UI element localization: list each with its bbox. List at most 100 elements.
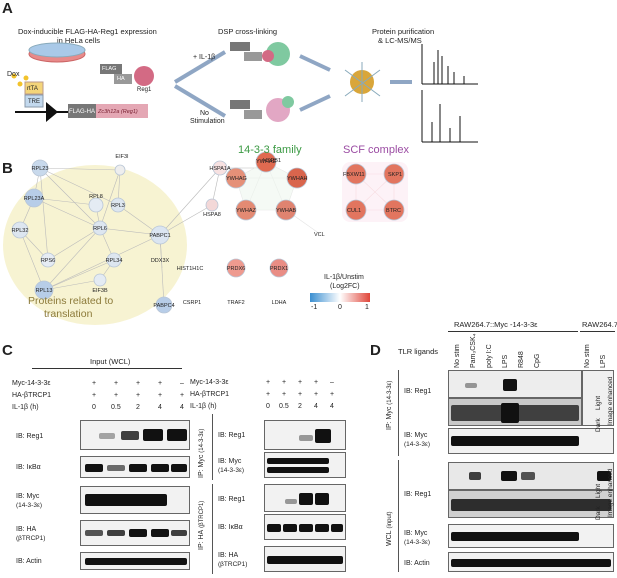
node-pabpc4: PABPC4 (153, 303, 174, 309)
ip-myc-sign: – (330, 379, 334, 386)
input-ha-sign: + (92, 392, 97, 399)
lane-label: LPS (600, 354, 607, 368)
d-wcl-blot-actin (448, 552, 614, 572)
d-ip-myc-subtext: (14-3-3ε) (387, 380, 393, 405)
lane-label: poly I:C (486, 344, 493, 368)
d-ip-myc-sub: (14-3-3ε) (404, 441, 431, 448)
input-myc-sign: + (158, 380, 163, 387)
dox-label: Dox (7, 71, 20, 78)
ip-ha-sign: + (330, 391, 335, 398)
group2-label: RAW264.7 (582, 320, 617, 329)
d-wcl-dark-label: Dark (595, 506, 602, 520)
input-time: 4 (180, 404, 184, 411)
ip-time: 4 (314, 403, 318, 410)
ip-myc-bracket (212, 414, 213, 480)
node-vcl: VCL (314, 232, 325, 238)
d-ip-dark-label: Dark (595, 418, 602, 432)
step1-title: Dox-inducible FLAG-HA-Reg1 expression (18, 27, 157, 36)
ip-myc-subtext: (14-3-3ε) (199, 428, 205, 453)
ip-time: 0 (266, 403, 270, 410)
d-ip-ib-myc: IB: Myc (404, 432, 428, 439)
node-rpl3: RPL3 (111, 203, 125, 209)
row-myc-label: Myc-14-3-3ε (12, 380, 51, 387)
flag-label: FLAG (102, 66, 117, 72)
node-ddx3x: DDX3X (151, 258, 170, 264)
input-ib-ha: IB: HA (16, 526, 37, 533)
ip-time: 4 (330, 403, 334, 410)
panel-b-label: B (2, 160, 13, 177)
d-ip-myc-label: IP: Myc (14-3-3ε) (386, 376, 393, 430)
panel-c-label: C (2, 342, 13, 359)
d-wcl-subtext: (input) (387, 511, 393, 529)
node-prdx1: PRDX1 (270, 266, 288, 272)
legend-colorbar (310, 293, 370, 302)
d-wcl-blot-myc (448, 524, 614, 548)
d-wcl-ib-reg1: IB: Reg1 (404, 491, 432, 498)
ip-ha-blot-reg1 (264, 484, 346, 512)
input-blot-actin (80, 552, 190, 570)
ip-ha-subtext: (βTRCP1) (199, 500, 205, 528)
ip-myc-sign: + (314, 379, 319, 386)
node-cul1: CUL1 (347, 208, 362, 214)
d-ip-blot-reg1-dark (448, 398, 582, 426)
input-time: 0 (92, 404, 96, 411)
input-ha-sign: + (158, 392, 163, 399)
input-time: 2 (136, 404, 140, 411)
input-myc-sign: + (92, 380, 97, 387)
input-ib-actin: IB: Actin (16, 558, 42, 565)
node-hspb1: HSPB1 (263, 158, 281, 164)
ip-ha-sign: + (298, 391, 303, 398)
construct-gene: Zc3h12a (Reg1) (98, 109, 138, 115)
node-hspa1a: HSPA1A (209, 166, 231, 172)
node-skp1: SKP1 (388, 172, 403, 178)
group1-label: RAW264.7::Myc -14-3-3ε (454, 320, 538, 329)
d-ip-bracket (398, 370, 399, 456)
ip-myc-label: IP: Myc (14-3-3ε) (198, 428, 205, 478)
ip-time: 2 (298, 403, 302, 410)
group1-rule (448, 331, 578, 332)
input-ib-ikba: IB: IκBα (16, 464, 41, 471)
input-time: 4 (158, 404, 162, 411)
step2-title: DSP cross-linking (218, 27, 278, 36)
ip-myc-text: IP: Myc (198, 454, 205, 478)
family-title: 14-3-3 family (238, 144, 302, 156)
ip-row-myc-label: Myc-14-3-3ε (190, 379, 229, 386)
lane-label: No stim (584, 344, 591, 368)
node-fbxw11: FBXW11 (343, 172, 365, 178)
input-ib-reg1: IB: Reg1 (16, 433, 44, 440)
lane-label: No stim (454, 344, 461, 368)
d-ip-light-label: Light (595, 395, 602, 410)
input-myc-sign: + (136, 380, 141, 387)
node-eif3b: EIF3B (92, 288, 108, 294)
ip-myc-blot-myc (264, 452, 346, 478)
d-ip-myc-text: IP: Myc (386, 406, 393, 430)
ip-time: 0.5 (279, 403, 289, 410)
ip-row-ha-label: HA-βTRCP1 (190, 391, 230, 398)
node-rpl23a: RPL23A (24, 196, 45, 202)
d-wcl-myc-sub: (14-3-3ε) (404, 539, 431, 546)
d-wcl-label: WCL (input) (386, 506, 393, 546)
node-ywhae: YWHAE (256, 159, 277, 165)
node-btrc: BTRC (386, 208, 401, 214)
input-ib-myc: IB: Myc (16, 493, 40, 500)
d-wcl-blot-reg1-dark (448, 490, 614, 518)
ip-myc-sign: + (282, 379, 287, 386)
node-ywhah: YWHAH (287, 176, 308, 182)
ip-ha-sign: + (314, 391, 319, 398)
panel-a-label: A (2, 0, 13, 17)
node-hspa8: HSPA8 (203, 212, 221, 218)
ip-myc-sign: + (298, 379, 303, 386)
d-wcl-text: WCL (386, 530, 393, 546)
group2-rule (580, 331, 615, 332)
ip-ha-bracket (212, 484, 213, 574)
ip-ha-ha-sub: (βTRCP1) (218, 561, 248, 568)
step3-title-1: Protein purification (372, 27, 435, 36)
legend-tick-mid: 0 (338, 304, 342, 311)
input-blot-ikba (80, 456, 190, 478)
node-hist1h1c: HIST1H1C (177, 266, 204, 272)
node-csrp1: CSRP1 (183, 300, 201, 306)
nostim-label-1: No (200, 110, 209, 117)
lane-label: Pam₃CSK₄ (470, 333, 477, 369)
legend-tick-min: -1 (311, 304, 318, 311)
panel-d-label: D (370, 342, 381, 359)
